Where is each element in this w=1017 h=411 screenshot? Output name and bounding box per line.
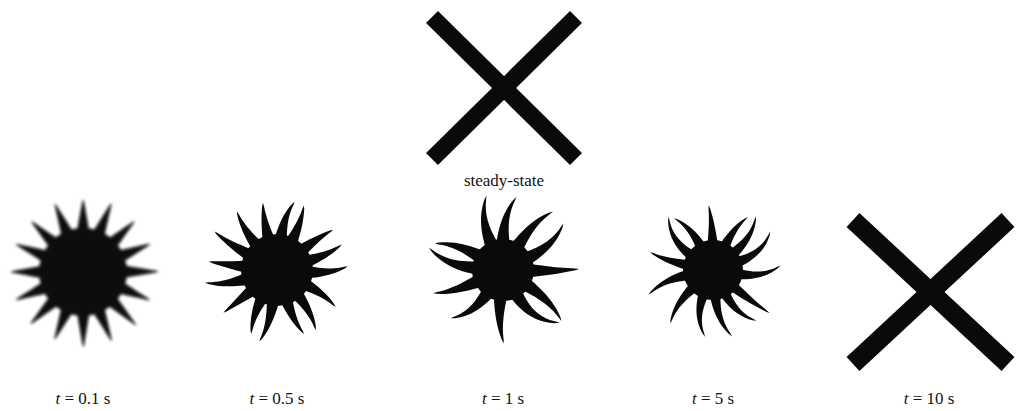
star-spike: [649, 268, 695, 295]
x-bar: [853, 220, 1008, 364]
star-spike: [55, 203, 77, 243]
star-spike: [278, 293, 304, 334]
time-label: t = 5 s: [692, 389, 734, 409]
star-spike: [31, 221, 64, 253]
time-label: t = 0.1 s: [56, 389, 111, 409]
time-label: t = 1 s: [482, 389, 524, 409]
star-shape: [429, 196, 579, 344]
star-spike: [15, 278, 54, 300]
star-spike: [300, 244, 342, 269]
star-spike: [76, 306, 91, 347]
x-bar: [853, 220, 1008, 364]
star-spike: [209, 260, 252, 274]
star-spike: [54, 300, 76, 339]
star-spike: [709, 289, 733, 336]
star-spike: [250, 290, 270, 334]
star-spike: [670, 279, 702, 324]
star-spike: [89, 301, 112, 342]
star-spike: [111, 278, 150, 300]
star-spike: [730, 231, 770, 269]
star-spike: [15, 244, 54, 266]
final-x: [853, 220, 1008, 364]
star-spike: [507, 285, 560, 323]
star-spike: [112, 244, 151, 266]
star-shape: [649, 205, 781, 337]
time-label: t = 10 s: [904, 389, 955, 409]
star-spike: [302, 265, 347, 279]
star-spike: [494, 290, 509, 343]
star-shape: [205, 202, 348, 342]
star-spike: [732, 265, 781, 279]
star-spike: [435, 242, 489, 266]
star-spike: [10, 265, 49, 280]
state-label: steady-state: [464, 171, 544, 191]
star-spike: [519, 223, 564, 267]
star-shape: [10, 199, 159, 347]
star-spike: [707, 205, 719, 250]
time-label: t = 0.5 s: [250, 389, 305, 409]
star-spike: [283, 206, 304, 251]
star-spike: [674, 218, 709, 255]
star-spike: [717, 285, 757, 321]
x-bar: [432, 17, 576, 159]
star-spike: [696, 286, 711, 337]
star-spike: [117, 264, 159, 279]
star-spike: [76, 199, 91, 238]
steady-state-x: [432, 17, 576, 159]
star-spike: [524, 263, 579, 278]
star-spike: [237, 212, 266, 255]
star-spike: [89, 203, 111, 244]
x-bar: [432, 17, 576, 159]
